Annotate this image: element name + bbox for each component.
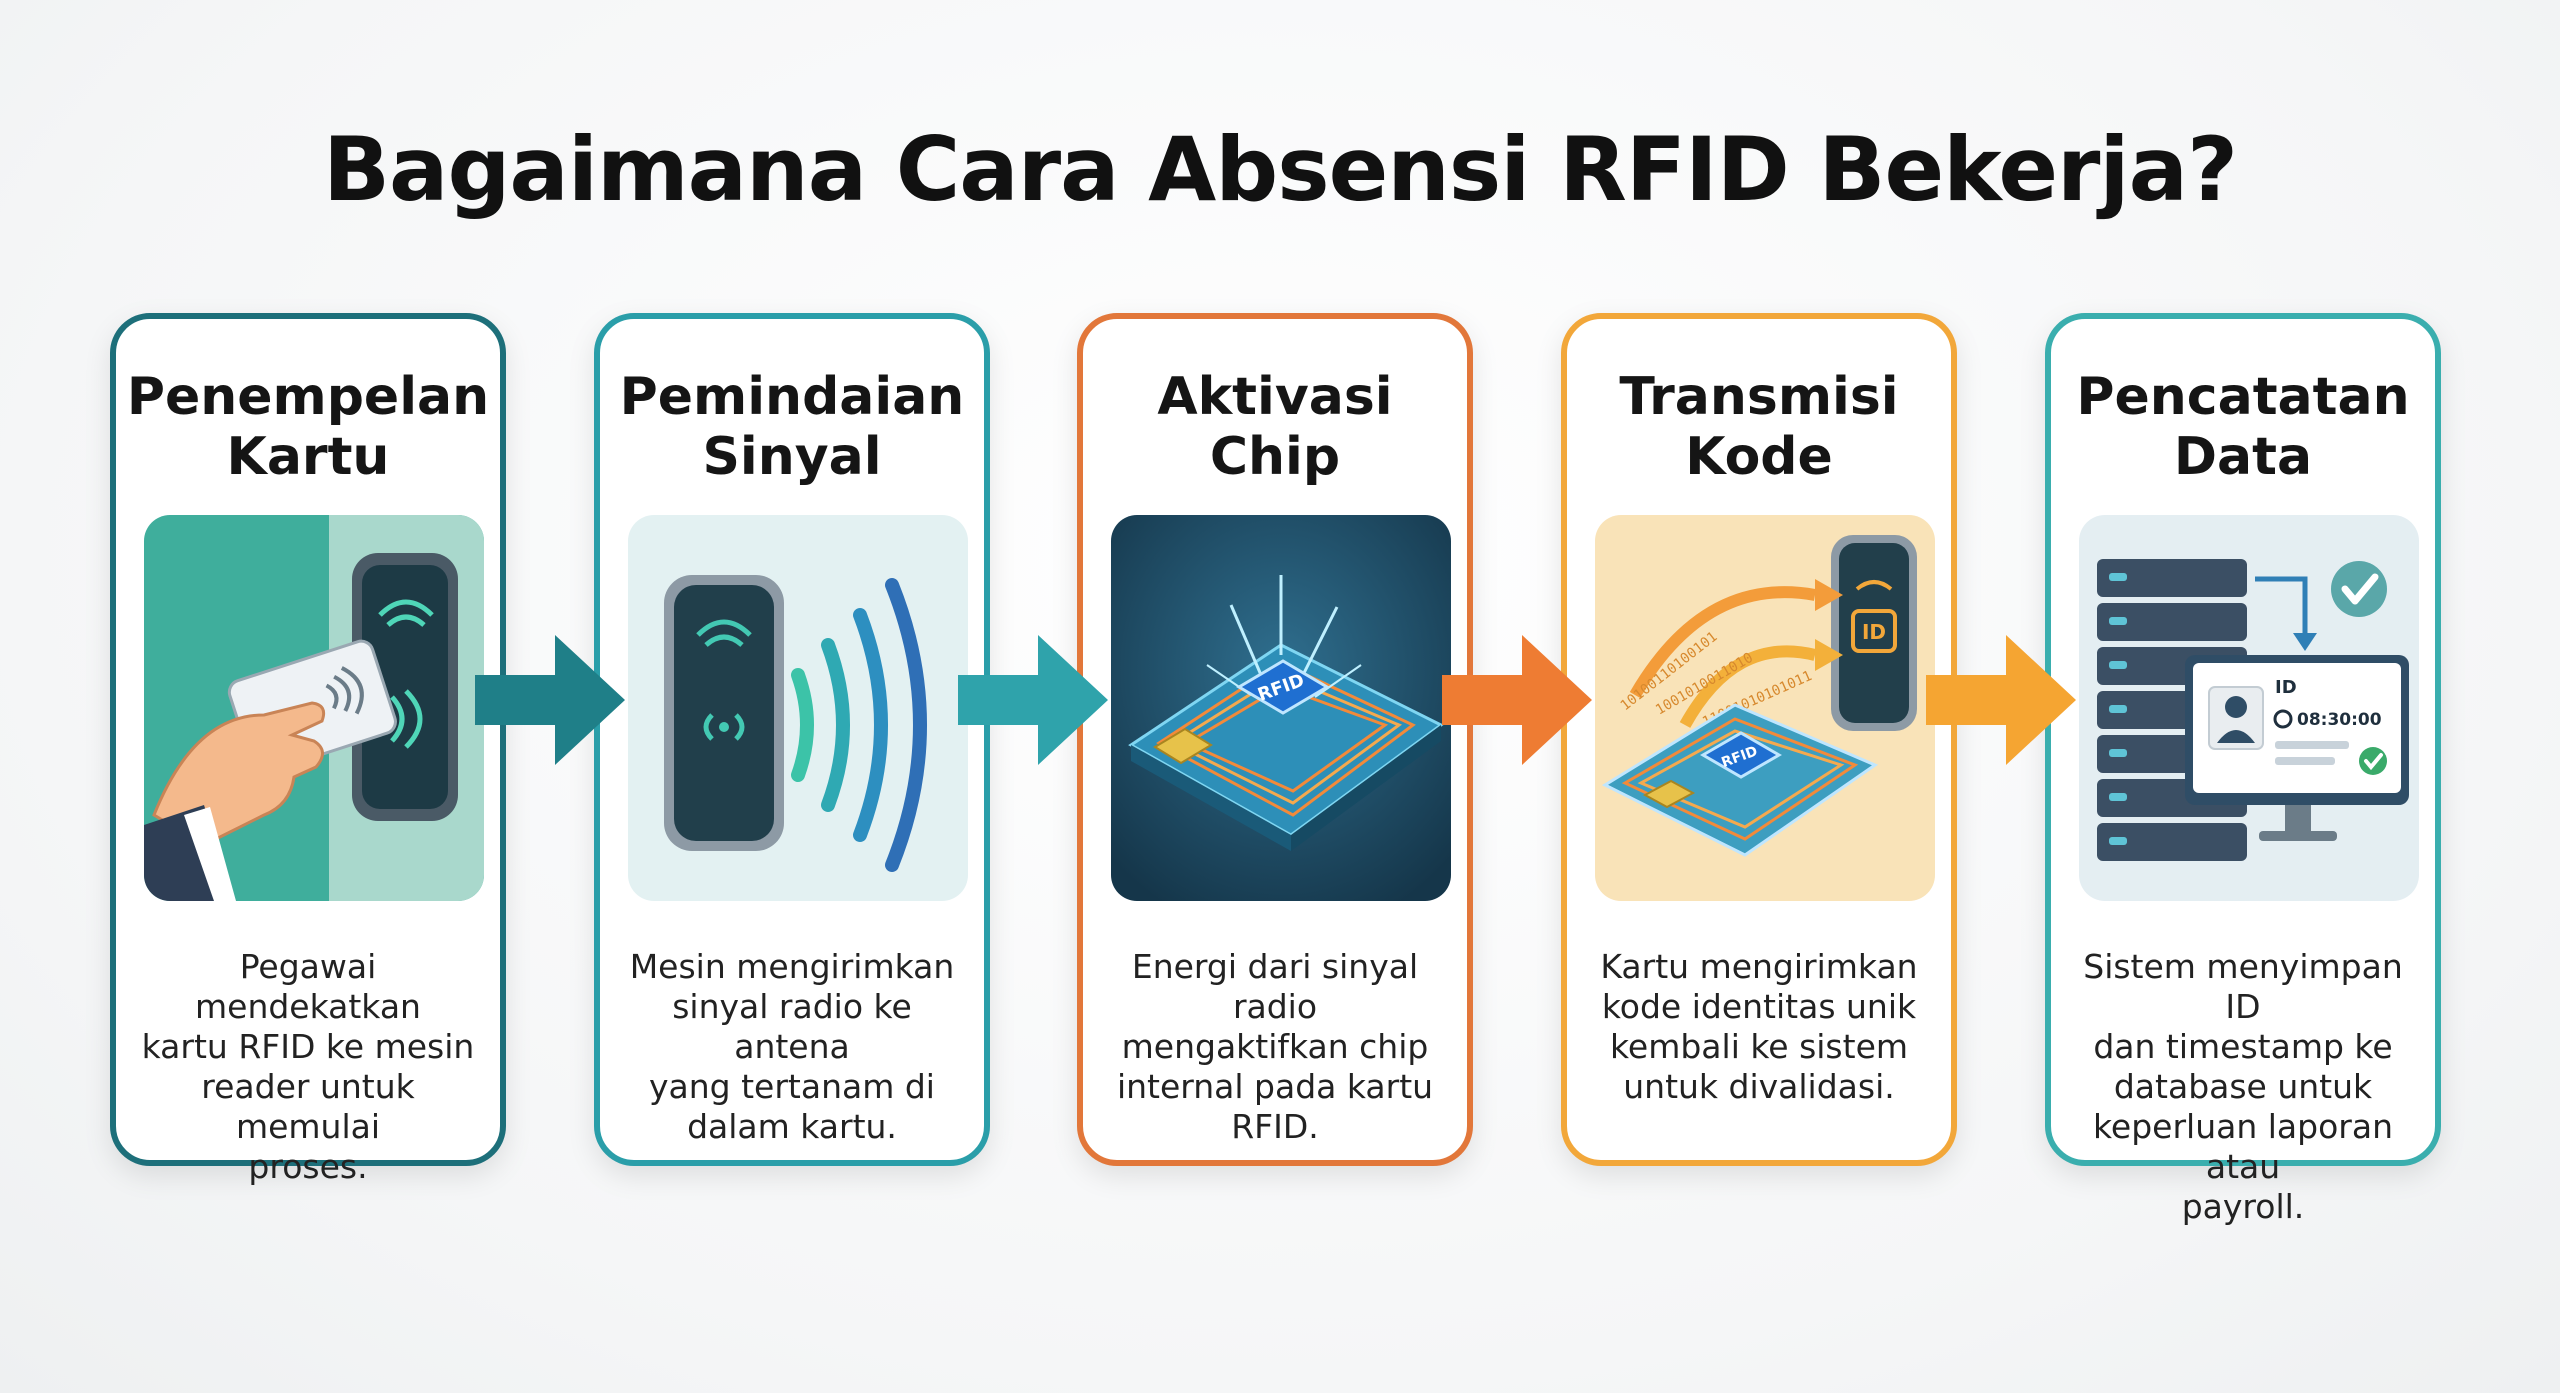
id-label: ID xyxy=(1862,620,1886,644)
step-title-line: Transmisi xyxy=(1619,367,1899,427)
step-title-line: Aktivasi xyxy=(1157,367,1393,427)
step-title: Pemindaian Sinyal xyxy=(600,367,984,487)
step-description: Mesin mengirimkan sinyal radio ke antena… xyxy=(620,947,964,1147)
step-card-pencatatan-data: Pencatatan Data xyxy=(2045,313,2441,1226)
step-card-aktivasi-chip: Aktivasi Chip RFID xyxy=(1077,313,1473,1166)
arrow-right-icon xyxy=(1926,620,2086,780)
step-desc-line: Energi dari sinyal radio xyxy=(1131,947,1419,1026)
step-desc-line: dan timestamp ke xyxy=(2093,1027,2393,1066)
step-title: Penempelan Kartu xyxy=(116,367,500,487)
step-desc-line: mengaktifkan chip xyxy=(1121,1027,1429,1066)
step-title-line: Kartu xyxy=(226,427,390,487)
arrow-right-icon xyxy=(1442,620,1602,780)
step-title: Pencatatan Data xyxy=(2051,367,2435,487)
step-title-line: Chip xyxy=(1209,427,1341,487)
step-desc-line: reader untuk memulai xyxy=(201,1067,415,1146)
step-description: Pegawai mendekatkan kartu RFID ke mesin … xyxy=(136,947,480,1187)
step-title-line: Pencatatan xyxy=(2076,367,2410,427)
step-desc-line: Mesin mengirimkan xyxy=(629,947,955,986)
step-title: Transmisi Kode xyxy=(1567,367,1951,487)
hand-card-reader-icon xyxy=(144,515,484,901)
step-desc-line: yang tertanam di xyxy=(649,1067,935,1106)
arrow-right-icon xyxy=(958,620,1118,780)
page-title: Bagaimana Cara Absensi RFID Bekerja? xyxy=(322,118,2238,221)
code-transmission-icon: ID 10100110100101 1001010011010 11001010… xyxy=(1595,515,1935,901)
step-desc-line: internal pada kartu xyxy=(1116,1067,1434,1106)
step-desc-line: untuk divalidasi. xyxy=(1623,1067,1895,1106)
step-desc-line: sinyal radio ke antena xyxy=(672,987,912,1066)
step-desc-line: kembali ke sistem xyxy=(1609,1027,1909,1066)
step-desc-line: dalam kartu. xyxy=(687,1107,897,1146)
record-time-label: 08:30:00 xyxy=(2297,710,2382,730)
step-title-line: Sinyal xyxy=(702,427,882,487)
step-title-line: Kode xyxy=(1685,427,1833,487)
step-title: Aktivasi Chip xyxy=(1083,367,1467,487)
step-card-transmisi-kode: Transmisi Kode ID 10100110100101 1001010… xyxy=(1561,313,1957,1166)
step-description: Sistem menyimpan ID dan timestamp ke dat… xyxy=(2071,947,2415,1227)
server-monitor-record-icon: ID 08:30:00 xyxy=(2079,515,2419,901)
step-desc-line: database untuk xyxy=(2113,1067,2373,1106)
step-desc-line: keperluan laporan atau xyxy=(2093,1107,2393,1186)
step-description: Energi dari sinyal radio mengaktifkan ch… xyxy=(1103,947,1447,1147)
arrow-right-icon xyxy=(475,620,635,780)
step-title-line: Pemindaian xyxy=(619,367,965,427)
step-title-line: Penempelan xyxy=(126,367,490,427)
step-desc-line: Kartu mengirimkan xyxy=(1600,947,1918,986)
step-desc-line: kode identitas unik xyxy=(1601,987,1917,1026)
rfid-chip-card-icon: RFID xyxy=(1111,515,1451,901)
step-desc-line: proses. xyxy=(248,1147,368,1186)
step-desc-line: payroll. xyxy=(2181,1187,2305,1226)
reader-signal-waves-icon xyxy=(628,515,968,901)
step-desc-line: kartu RFID ke mesin xyxy=(141,1027,475,1066)
step-desc-line: RFID. xyxy=(1231,1107,1319,1146)
step-card-penempelan-kartu: Penempelan Kartu Pegawai mendekatkan ka xyxy=(110,313,506,1186)
step-title-line: Data xyxy=(2173,427,2313,487)
step-desc-line: Sistem menyimpan ID xyxy=(2083,947,2403,1026)
step-card-pemindaian-sinyal: Pemindaian Sinyal Mesin mengirimkan siny… xyxy=(594,313,990,1166)
step-description: Kartu mengirimkan kode identitas unik ke… xyxy=(1587,947,1931,1107)
record-id-label: ID xyxy=(2275,677,2297,698)
step-desc-line: Pegawai mendekatkan xyxy=(195,947,421,1026)
